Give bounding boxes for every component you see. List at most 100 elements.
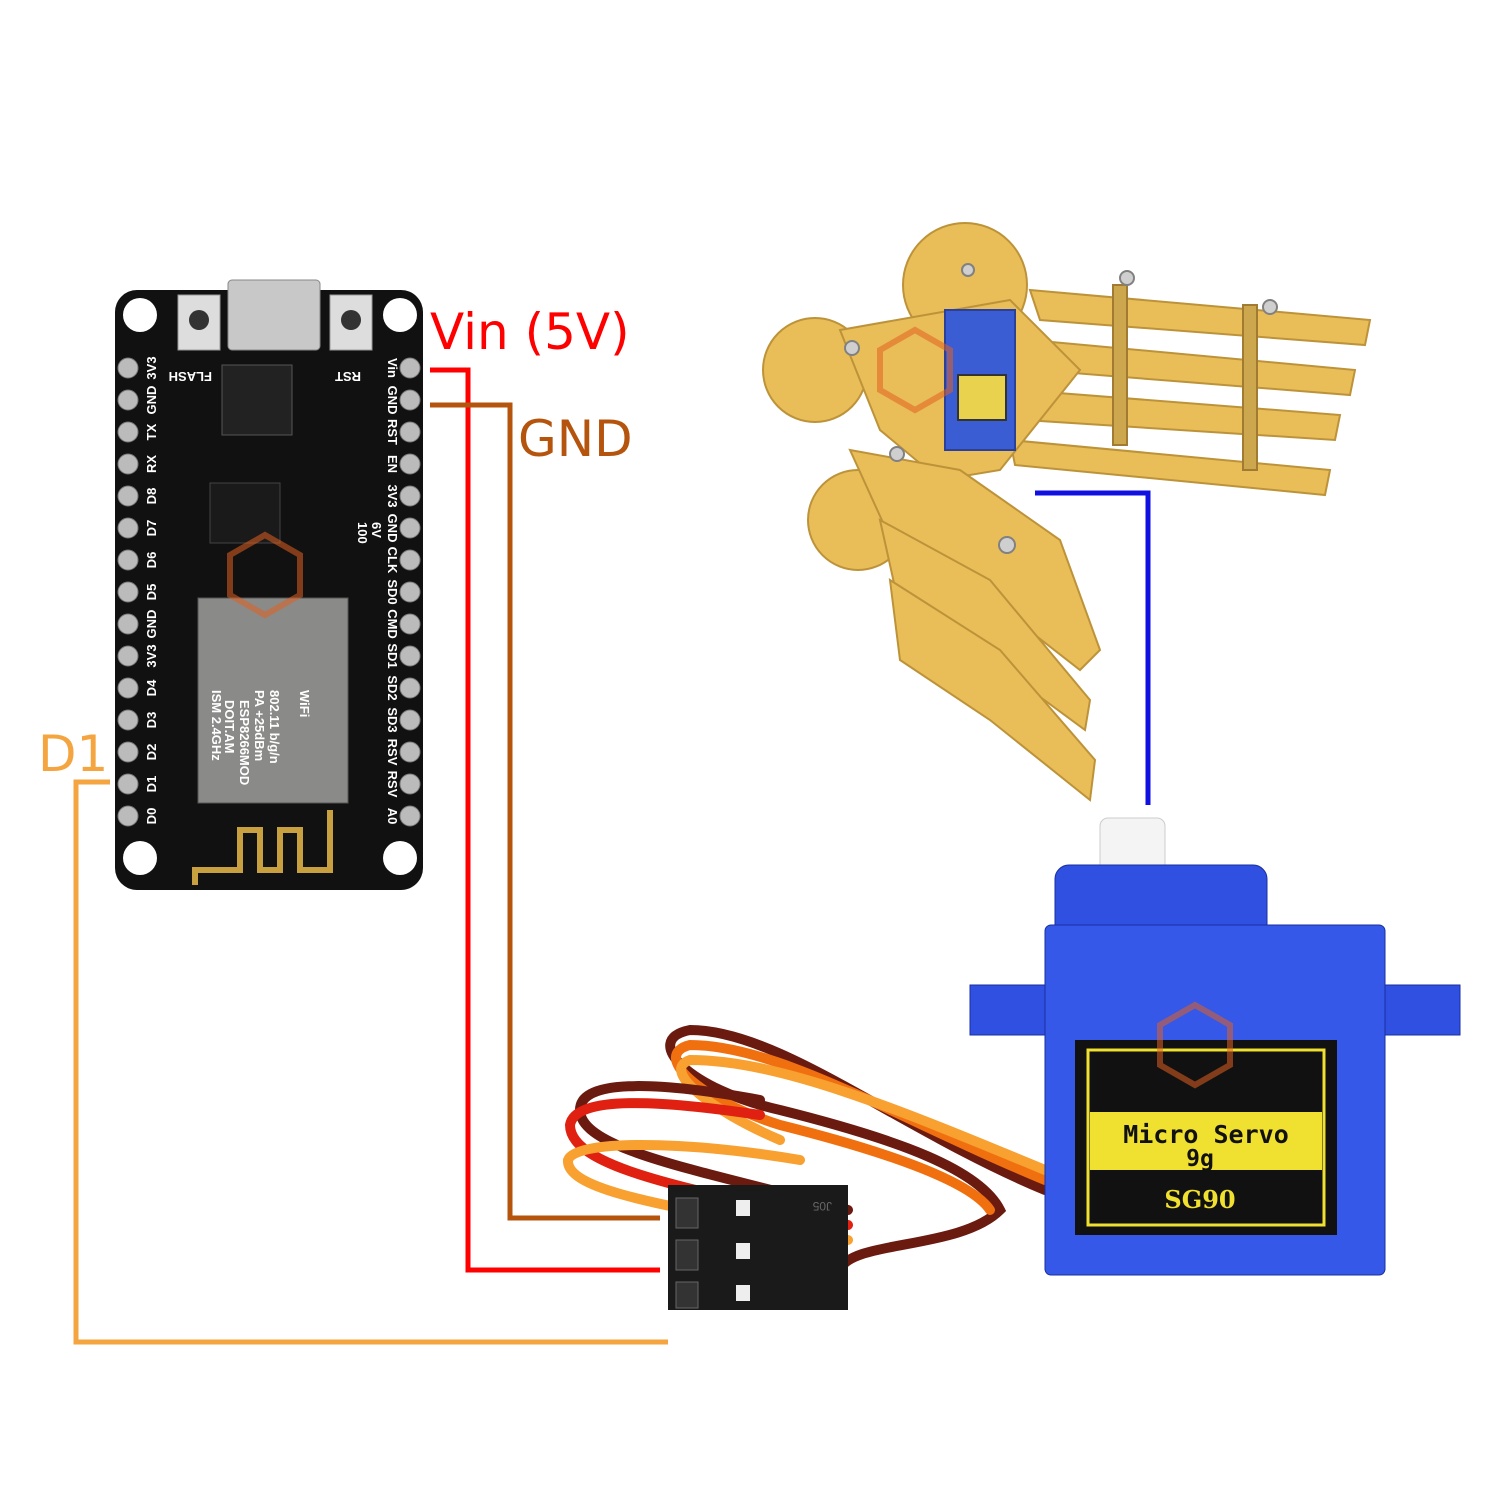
label-gnd: GND <box>518 410 633 468</box>
label-d1: D1 <box>38 725 109 783</box>
right-pin-label: CLK <box>385 547 400 574</box>
right-pin-pad <box>399 741 421 763</box>
connector-socket <box>675 1281 699 1309</box>
left-pin-pad <box>117 357 139 379</box>
left-pin-label: 3V3 <box>144 644 159 667</box>
right-pin-pad <box>399 389 421 411</box>
right-pin-label: SD2 <box>385 675 400 700</box>
claw-finger-4 <box>1008 438 1332 497</box>
robot-arm-claw <box>762 222 1372 802</box>
right-pin-pad <box>399 613 421 635</box>
left-pin-pad <box>117 581 139 603</box>
claw-jaw-3 <box>888 578 1097 802</box>
right-pin-label: RSV <box>385 739 400 766</box>
usb-uart-chip <box>221 364 293 436</box>
voltage-regulator <box>209 482 281 544</box>
left-pin-label: D5 <box>144 584 159 601</box>
connector-socket <box>675 1239 699 1271</box>
left-pin-label: D6 <box>144 552 159 569</box>
left-pin-pad <box>117 613 139 635</box>
capacitor-voltage: 6V <box>369 522 384 538</box>
mount-hole <box>123 841 157 875</box>
connector-contact <box>736 1243 750 1259</box>
flash-silkscreen: FLASH <box>169 369 212 384</box>
right-pin-label: CMD <box>385 609 400 639</box>
right-pin-label: SD1 <box>385 643 400 668</box>
wire-gnd <box>430 402 660 1221</box>
left-pin-label: TX <box>144 423 159 440</box>
module-standard-text: 802.11 b/g/n <box>267 690 282 764</box>
screw-icon <box>998 536 1016 554</box>
claw-finger-3 <box>1018 388 1342 442</box>
left-pin-label: RX <box>144 455 159 473</box>
capacitor-value: 100 <box>355 522 370 544</box>
right-pin-label: SD3 <box>385 707 400 732</box>
right-pin-label: RSV <box>385 771 400 798</box>
left-pin-pad <box>117 549 139 571</box>
module-model-text: ESP8266MOD <box>237 700 252 785</box>
connector-socket <box>675 1197 699 1229</box>
right-pin-pad <box>399 709 421 731</box>
screw-icon <box>961 263 975 277</box>
left-pin-pad <box>117 741 139 763</box>
left-pin-pad <box>117 805 139 827</box>
module-vendor-text: DOIT.AM <box>222 700 237 753</box>
right-pin-label: A0 <box>385 808 400 825</box>
servo-cable <box>563 1024 1050 1275</box>
left-pin-label: D2 <box>144 744 159 761</box>
claw-finger-1 <box>1028 288 1372 347</box>
right-pin-label: EN <box>385 455 400 473</box>
sg90-servo: Micro Servo 9g SG90 <box>969 817 1461 1276</box>
right-pin-pad <box>399 549 421 571</box>
right-pin-label: RST <box>385 419 400 445</box>
connector-contact <box>736 1285 750 1301</box>
arm-standoff <box>1112 284 1128 446</box>
right-pin-header: VinGNDRSTEN3V3GNDCLKSD0CMDSD1SD2SD3RSVRS… <box>385 357 421 827</box>
left-pin-label: D4 <box>144 679 159 696</box>
module-power-text: PA +25dBm <box>252 690 267 761</box>
flash-button-cap <box>189 310 209 330</box>
servo-connector: J05 <box>668 1185 848 1310</box>
right-pin-pad <box>399 805 421 827</box>
left-pin-label: GND <box>144 610 159 639</box>
arm-standoff <box>1242 304 1258 471</box>
screw-icon <box>889 446 905 462</box>
cybertice-watermark-logo <box>227 326 1233 1089</box>
wifi-logo: WiFi <box>297 690 312 717</box>
module-band-text: ISM 2.4GHz <box>209 690 224 761</box>
screw-icon <box>1262 299 1278 315</box>
right-pin-label: GND <box>385 386 400 415</box>
left-pin-pad <box>117 773 139 795</box>
connector-contact <box>736 1200 750 1216</box>
left-pin-label: D1 <box>144 776 159 793</box>
right-pin-label: Vin <box>385 358 400 378</box>
wire-signal-d1 <box>73 779 668 1345</box>
right-pin-pad <box>399 453 421 475</box>
left-pin-label: D0 <box>144 808 159 825</box>
servo-label-band <box>1090 1112 1322 1170</box>
servo-label-title: Micro Servo <box>1123 1120 1289 1149</box>
left-pin-pad <box>117 709 139 731</box>
mount-hole <box>383 298 417 332</box>
label-vin: Vin (5V) <box>430 303 630 361</box>
rst-silkscreen: RST <box>335 369 361 384</box>
screw-icon <box>1119 270 1135 286</box>
servo-model: SG90 <box>1164 1185 1235 1214</box>
left-pin-pad <box>117 645 139 667</box>
reset-button-cap <box>341 310 361 330</box>
right-pin-pad <box>399 645 421 667</box>
wire-vin <box>430 367 660 1273</box>
usb-port <box>227 279 321 351</box>
right-pin-label: SD0 <box>385 579 400 604</box>
right-pin-pad <box>399 485 421 507</box>
left-pin-pad <box>117 677 139 699</box>
left-pin-pad <box>117 389 139 411</box>
connector-mark: J05 <box>812 1199 832 1213</box>
left-pin-label: D3 <box>144 712 159 729</box>
left-pin-label: GND <box>144 386 159 415</box>
servo-label-border <box>1086 1048 1326 1227</box>
